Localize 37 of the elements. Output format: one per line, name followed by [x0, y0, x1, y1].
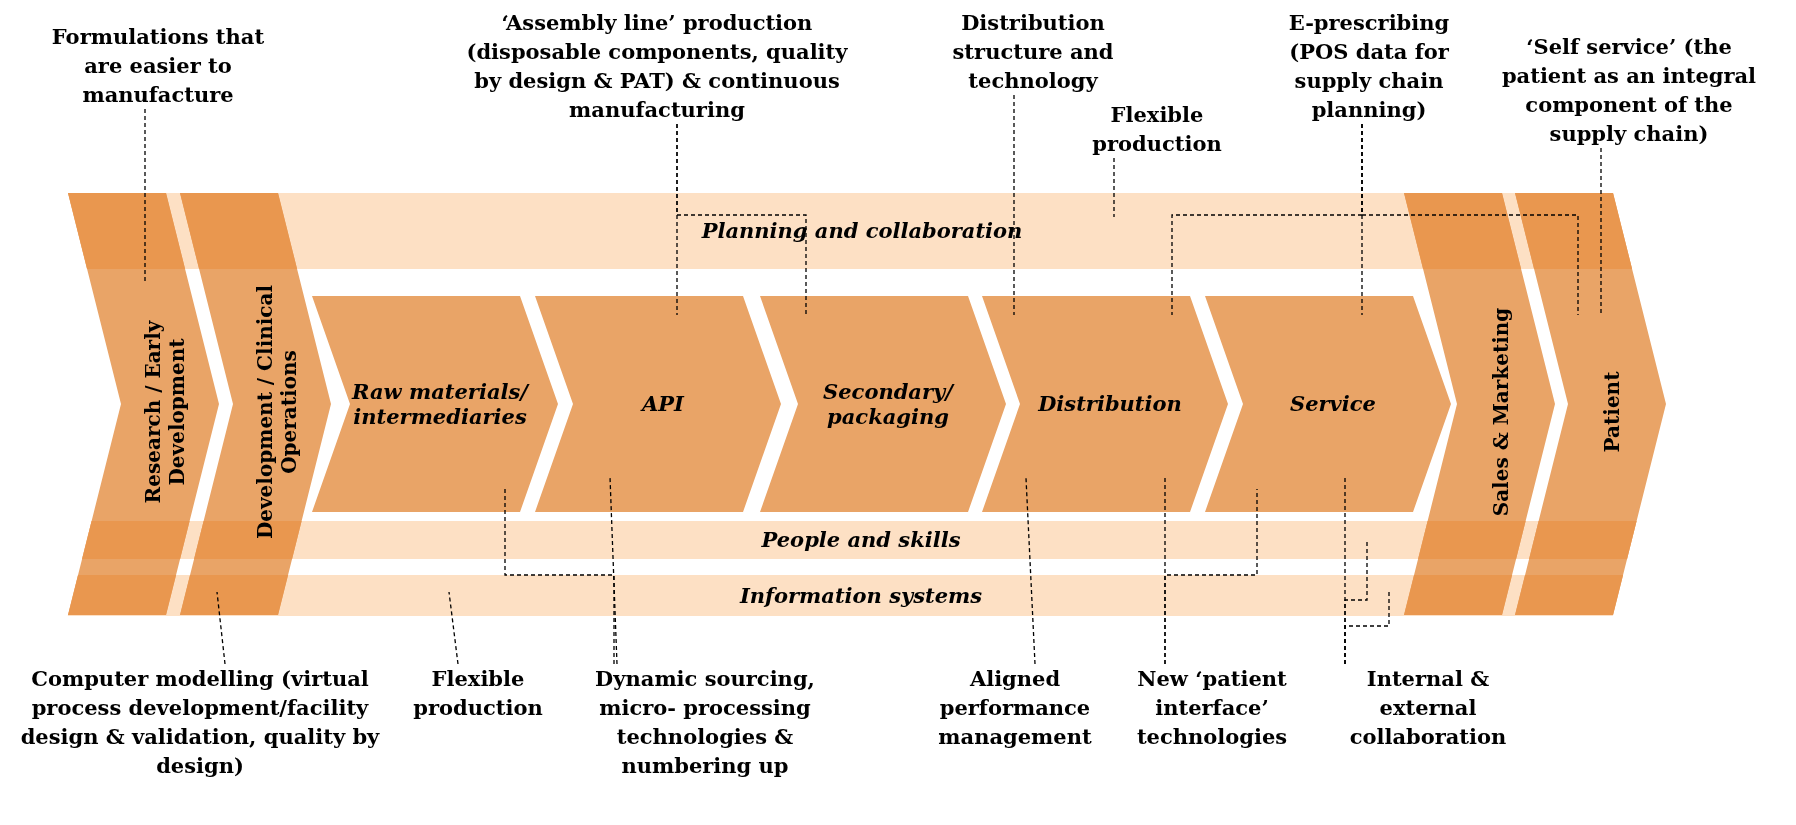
band-label: Planning and collaboration [700, 218, 1024, 244]
leader-line [1344, 590, 1390, 665]
stage-label: Sales & Marketing [1489, 306, 1513, 519]
leader-line [1361, 123, 1579, 316]
stage-label: Patient [1600, 370, 1624, 455]
leader-line [504, 488, 615, 665]
annotation-text: ‘Self service’ (the patient as an integral component of the supply chain) [1494, 32, 1764, 148]
annotation-text: Formulations that are easier to manufacture [50, 22, 266, 109]
stage-label: Research / Early Development [141, 319, 189, 506]
annotation-text: E-prescribing (POS data for supply chain planning) [1271, 8, 1467, 124]
leader-line [1600, 147, 1602, 316]
leader-line [144, 108, 146, 282]
stage-label: Development / Clinical Operations [253, 283, 301, 542]
stage-label: Distribution [1037, 391, 1183, 417]
leader-line [1025, 477, 1036, 665]
annotation-text: Dynamic sourcing, micro- processing technologies & numbering up [565, 664, 845, 780]
leader-line [1013, 94, 1015, 316]
stage-label: Secondary/ packaging [822, 378, 956, 430]
stage-label: API [639, 391, 686, 417]
band-label: People and skills [760, 527, 962, 553]
leader-line [448, 591, 459, 665]
annotation-text: ‘Assembly line’ production (disposable components, quality by design & PAT) & continuous manufacturing [457, 8, 857, 124]
annotation-text: Internal & external collaboration [1335, 664, 1521, 751]
annotation-text: New ‘patient interface’ technologies [1119, 664, 1305, 751]
stage-label: Raw materials/ intermediaries [350, 378, 531, 430]
leader-line [216, 591, 226, 665]
band-label: Information systems [738, 582, 984, 609]
annotation-text: Computer modelling (virtual process development/facility design & validation, quality by design) [0, 664, 400, 780]
annotation-text: Distribution structure and technology [938, 8, 1128, 95]
stage-label: Service [1289, 391, 1377, 417]
leader-line [1113, 157, 1115, 218]
leader-line [1164, 488, 1258, 665]
annotation-text: Flexible production [403, 664, 553, 722]
annotation-text: Aligned performance management [917, 664, 1113, 751]
annotation-text: Flexible production [1072, 100, 1242, 158]
leader-line [676, 123, 807, 316]
leader-line [609, 476, 618, 665]
